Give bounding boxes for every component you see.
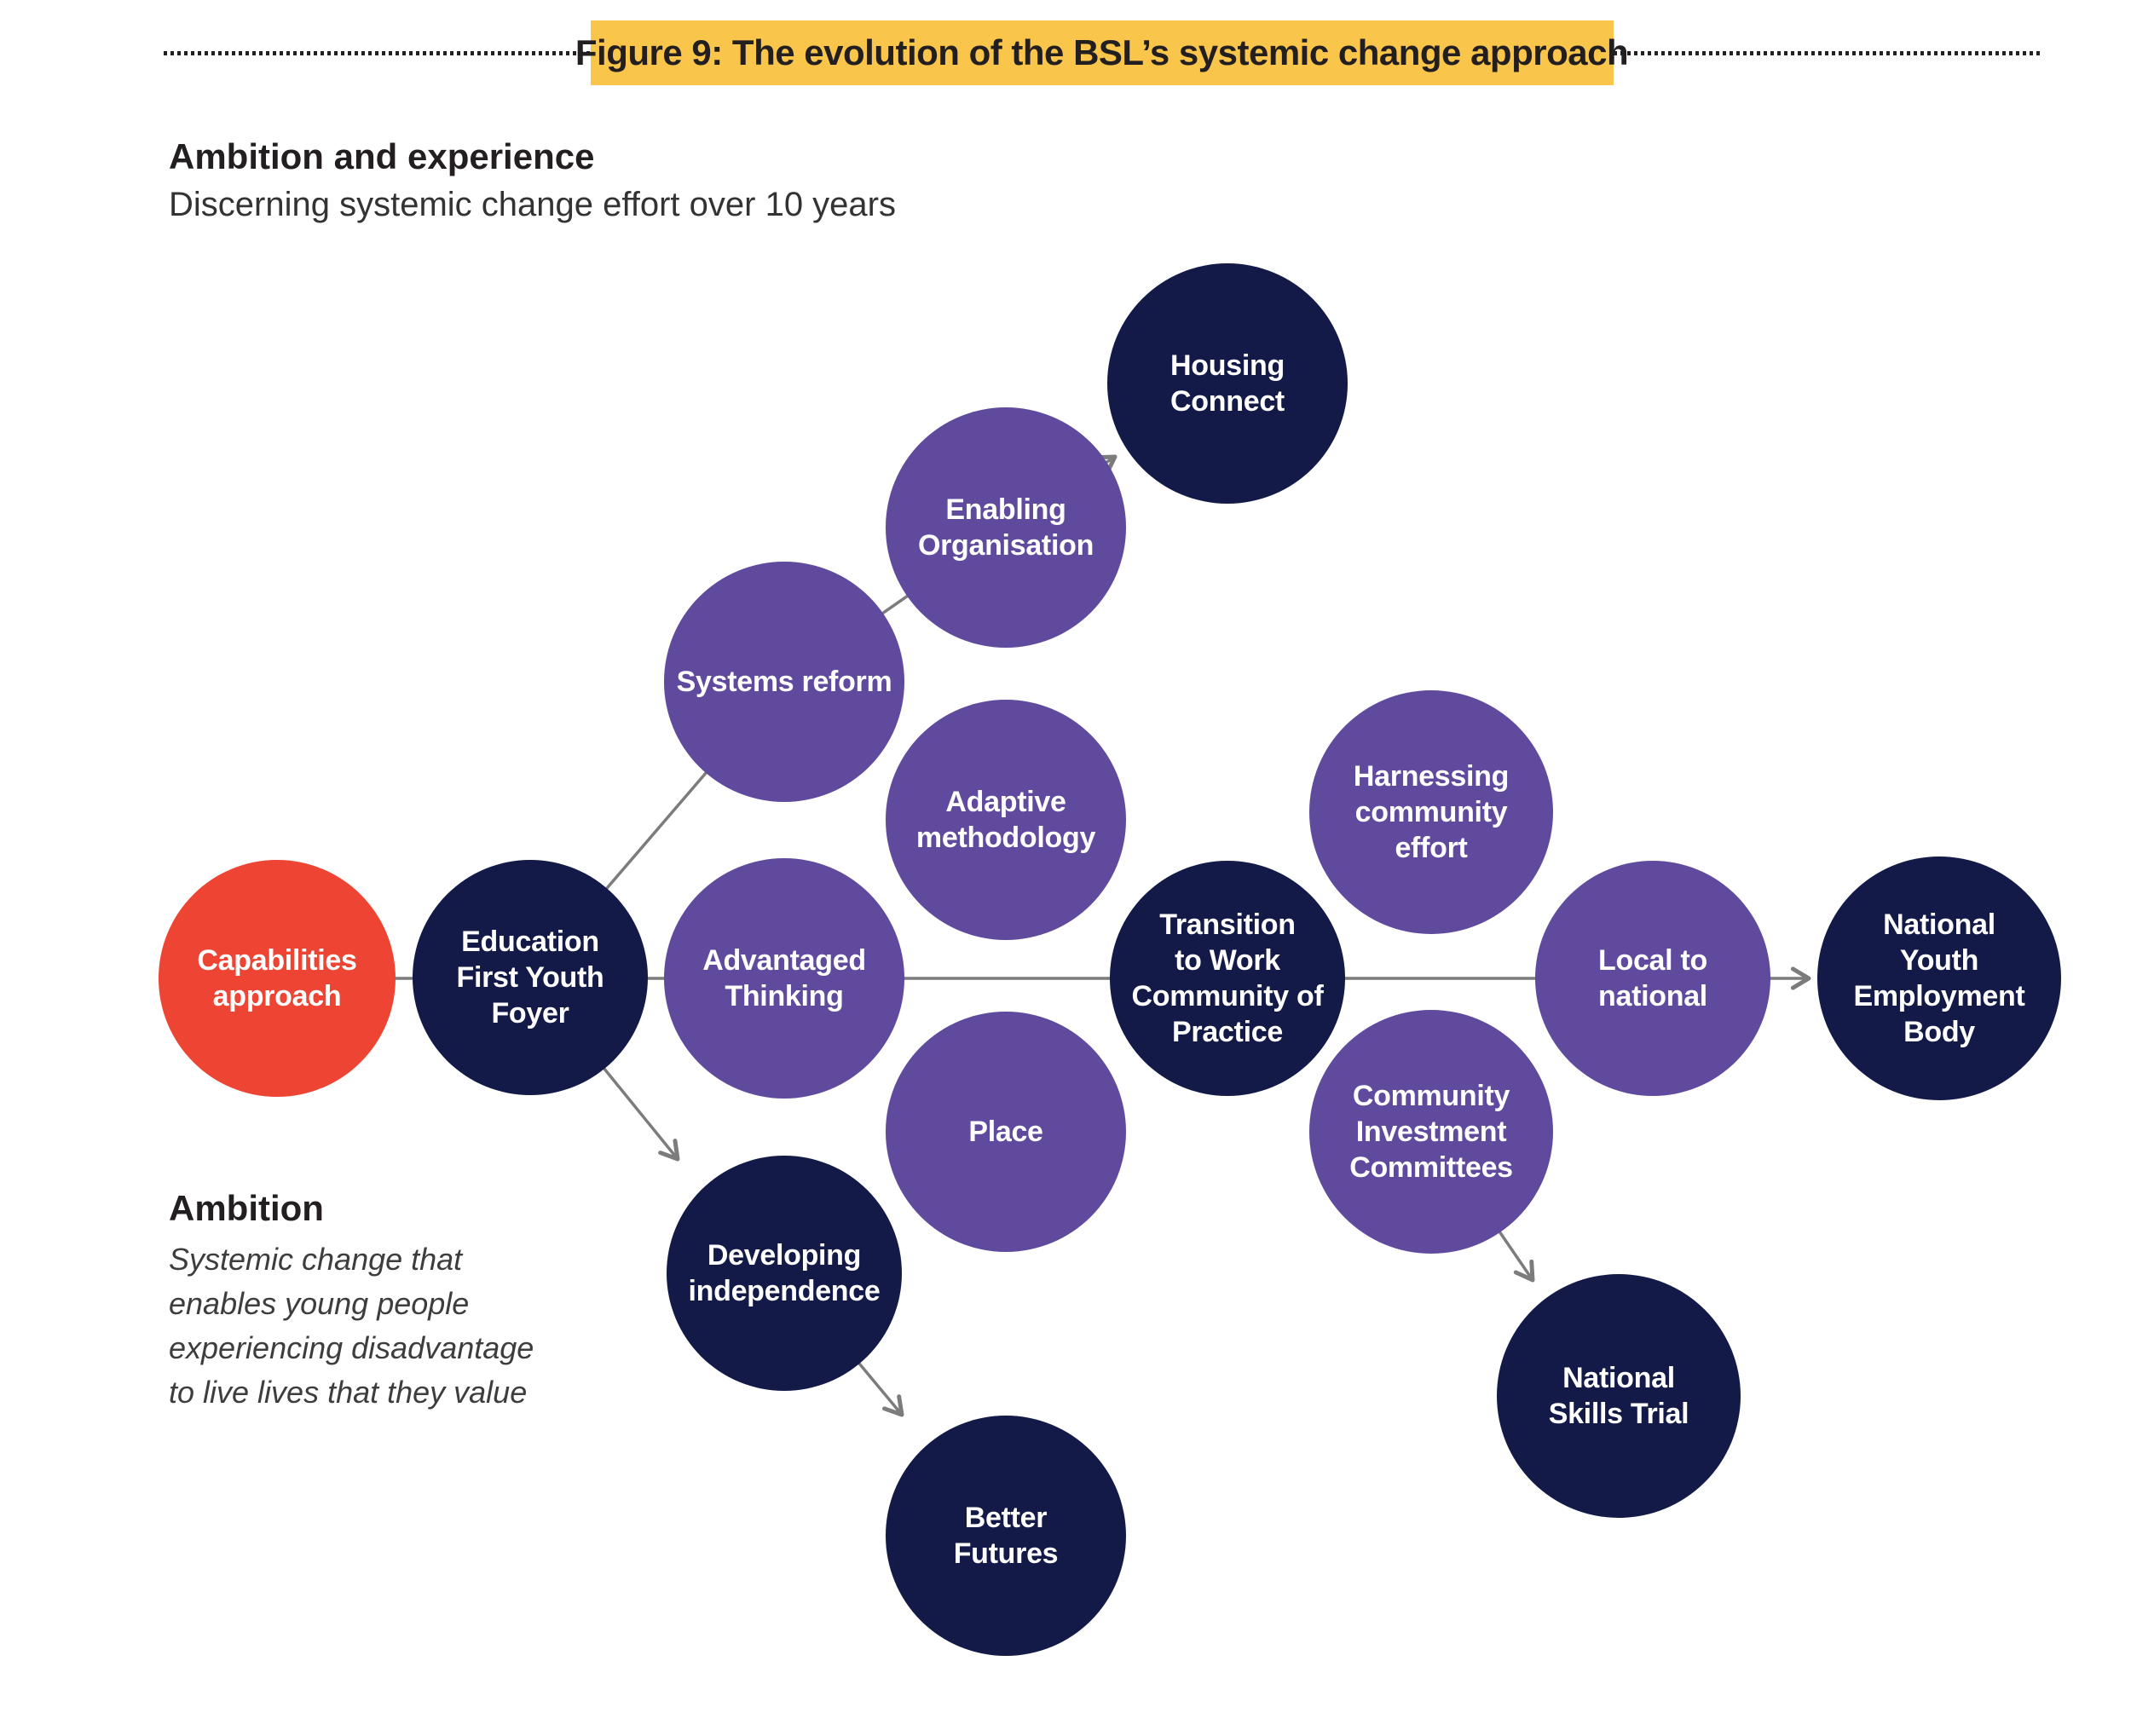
node-circle-systems-reform: [664, 562, 904, 802]
node-circle-enabling-organisation: [886, 407, 1126, 648]
node-circle-better-futures: [886, 1416, 1126, 1656]
node-circle-national-skills-trial: [1497, 1274, 1741, 1518]
heading-block: Ambition and experience Discerning syste…: [169, 135, 896, 227]
ambition-line-2: experiencing disadvantage: [169, 1330, 534, 1365]
node-circle-national-youth-employment-body: [1817, 856, 2061, 1100]
node-circle-developing-independence: [667, 1156, 902, 1391]
node-systems-reform: Systems reform: [664, 562, 904, 802]
ambition-block: Ambition Systemic change that enables you…: [169, 1186, 612, 1415]
node-circle-housing-connect: [1107, 263, 1348, 504]
ambition-line-0: Systemic change that: [169, 1242, 463, 1277]
dotted-rule-left: [164, 50, 591, 55]
figure-title: Figure 9: The evolution of the BSL’s sys…: [575, 32, 1629, 72]
node-circle-advantaged-thinking: [664, 858, 904, 1099]
figure-banner-row: Figure 9: The evolution of the BSL’s sys…: [164, 20, 2040, 85]
node-circle-adaptive-methodology: [886, 700, 1126, 940]
node-circle-place: [886, 1012, 1126, 1252]
node-label-systems-reform: Systems reform: [677, 666, 892, 698]
ambition-line-1: enables young people: [169, 1286, 470, 1321]
figure-title-banner: Figure 9: The evolution of the BSL’s sys…: [575, 20, 1629, 85]
node-circle-community-investment-committees: [1309, 1010, 1553, 1254]
dotted-rule-right: [1613, 50, 2040, 55]
node-place: Place: [886, 1012, 1126, 1252]
node-label-place: Place: [968, 1116, 1042, 1148]
node-circle-local-to-national: [1535, 861, 1770, 1096]
node-circle-harnessing-community-effort: [1309, 690, 1553, 934]
section-subheading: Discerning systemic change effort over 1…: [169, 186, 896, 223]
node-circle-transition-to-work-cop: [1110, 861, 1345, 1096]
ambition-heading: Ambition: [169, 1188, 324, 1228]
node-circle-capabilities-approach: [159, 860, 396, 1097]
ambition-line-3: to live lives that they value: [169, 1375, 528, 1410]
node-circle-education-first-youth-foyer: [413, 860, 648, 1095]
ambition-description: Systemic change that enables young people…: [169, 1237, 612, 1415]
section-heading: Ambition and experience: [169, 136, 595, 176]
